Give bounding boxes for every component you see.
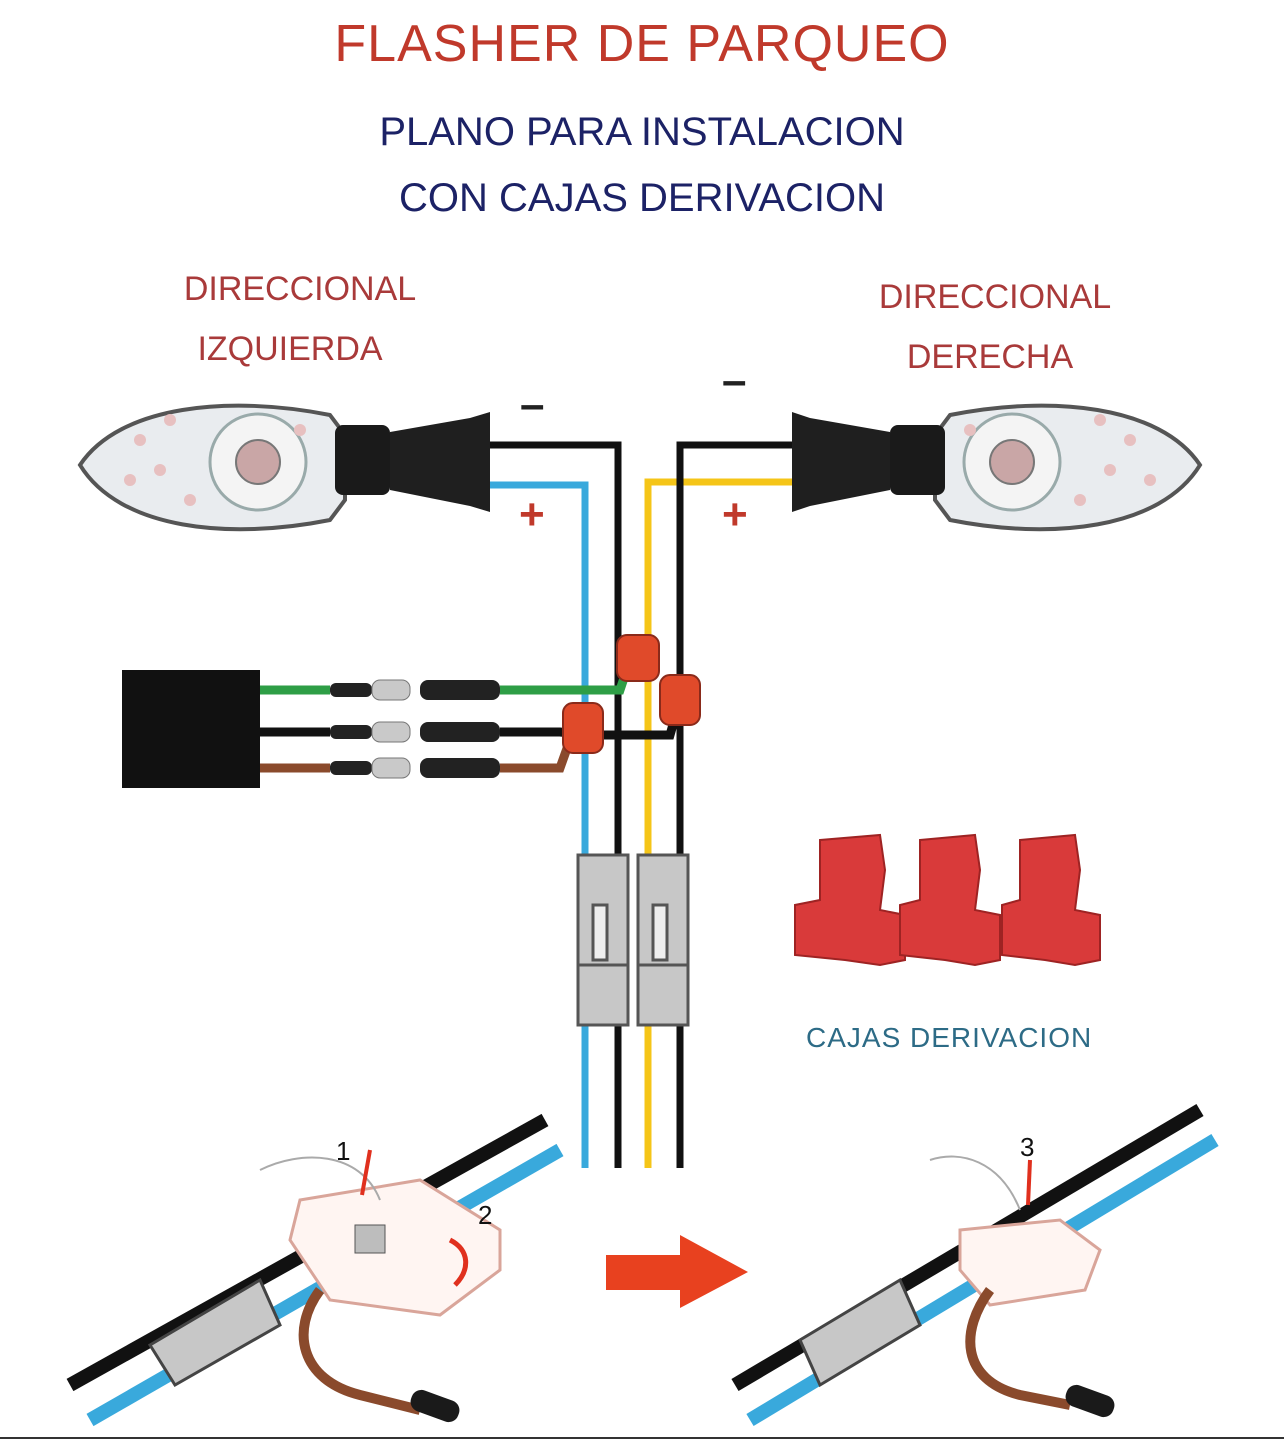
- bullet-connectors: [330, 679, 500, 779]
- left-signal-label-line2: IZQUIERDA: [197, 330, 383, 368]
- flasher-module: [122, 670, 260, 788]
- left-turn-signal: [77, 403, 490, 532]
- subtitle-line-2: CON CAJAS DERIVACION: [399, 176, 885, 220]
- tap-connectors-label: CAJAS DERIVACION: [806, 1022, 1093, 1053]
- step-after-illustration: [731, 1103, 1219, 1426]
- right-signal-label-line1: DIRECCIONAL: [878, 278, 1112, 316]
- positive-label-right: +: [722, 490, 748, 539]
- tap-connectors-group: [794, 833, 1101, 967]
- step-1-label: 1: [336, 1136, 351, 1166]
- negative-label-right: –: [722, 356, 747, 405]
- main-wires: [490, 441, 792, 1168]
- step-2-label: 2: [478, 1200, 493, 1230]
- step-3-label: 3: [1020, 1132, 1035, 1162]
- installed-taps: [562, 634, 701, 754]
- diagram-title: FLASHER DE PARQUEO: [334, 15, 950, 73]
- right-signal-label-line2: DERECHA: [906, 338, 1074, 376]
- subtitle-line-1: PLANO PARA INSTALACION: [379, 110, 905, 154]
- right-turn-signal: [792, 403, 1203, 532]
- step-before-illustration: [66, 1113, 564, 1427]
- left-signal-label-line1: DIRECCIONAL: [183, 270, 417, 308]
- step-arrow: [606, 1235, 748, 1308]
- negative-label-left: –: [520, 380, 545, 429]
- positive-label-left: +: [519, 490, 545, 539]
- inline-connectors: [576, 853, 690, 1027]
